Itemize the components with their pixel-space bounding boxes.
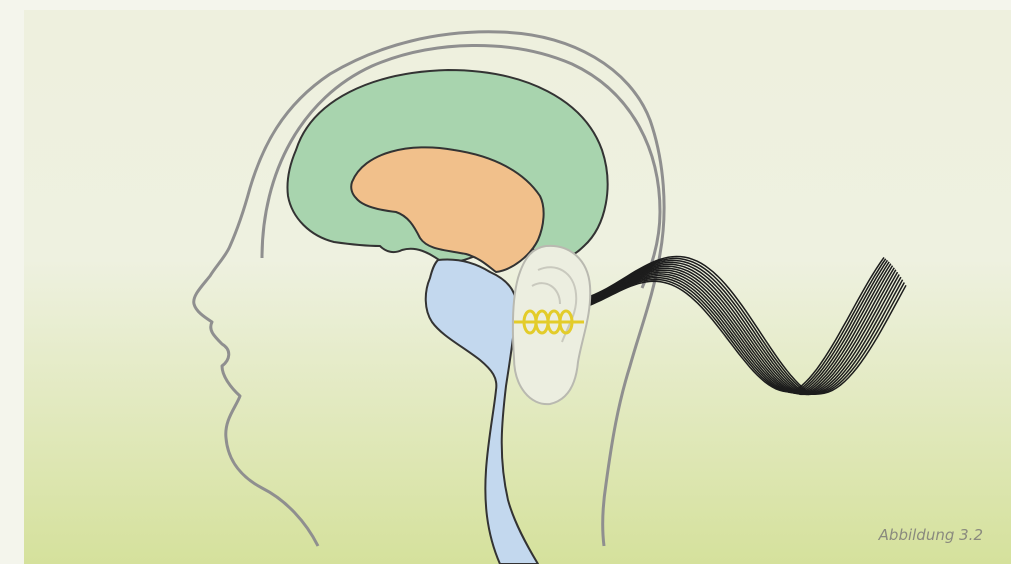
head-sound-diagram <box>24 10 1011 564</box>
figure-caption: Abbildung 3.2 <box>879 526 983 544</box>
figure-panel: Abbildung 3.2 <box>24 10 1011 564</box>
